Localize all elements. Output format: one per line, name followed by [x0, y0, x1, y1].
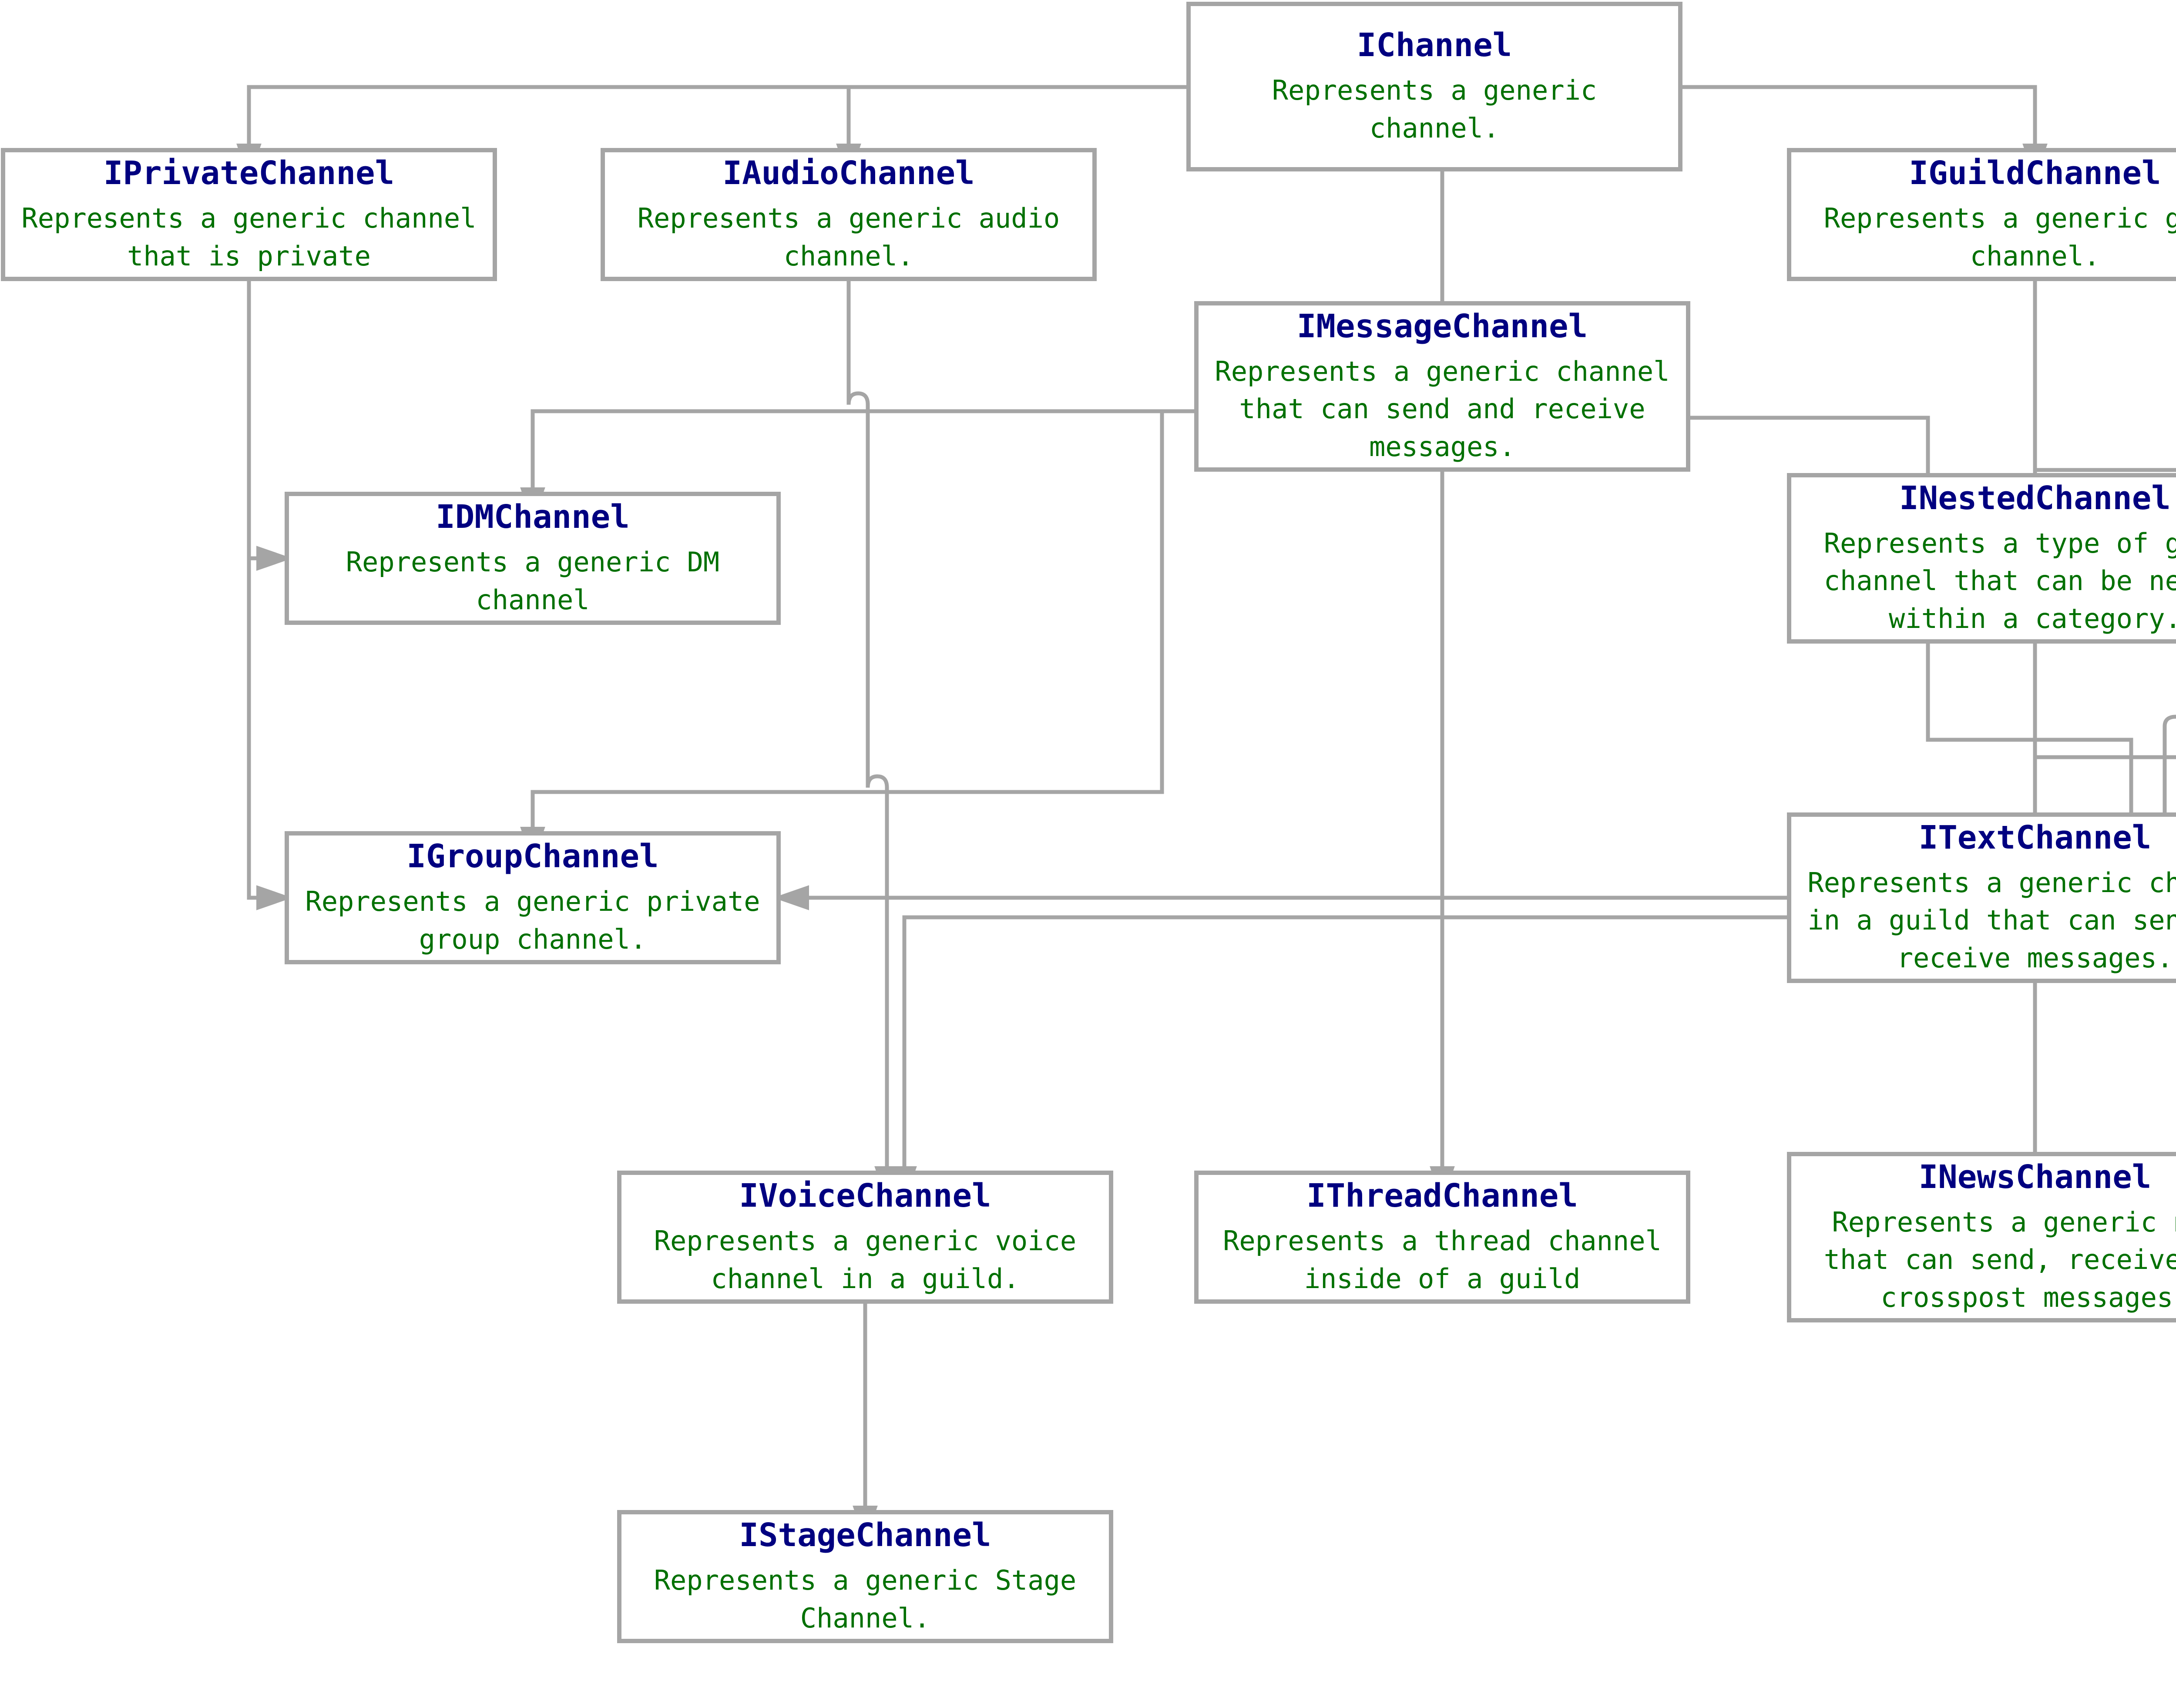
edge-iaudiochannel-ivoicechannel [846, 257, 900, 1202]
edge-iprivatechannel-igroupchannel [247, 558, 292, 910]
node-title: INewsChannel [1918, 1158, 2152, 1196]
node-title: IThreadChannel [1306, 1177, 1578, 1215]
node-title: INestedChannel [1899, 479, 2171, 517]
node-description: Represents a type of guild channel that … [1823, 527, 2176, 635]
node-description: Represents a generic channel that is pri… [21, 202, 477, 272]
edge-itextchannel-ivoicechannel [892, 915, 1787, 1202]
node-description: Represents a generic news that can send,… [1823, 1206, 2176, 1314]
edge-ichannel-iprivatechannel [236, 85, 1186, 180]
node-description: Represents a generic guild channel. [1823, 202, 2176, 272]
node-title: IMessageChannel [1296, 307, 1588, 345]
node-title: IDMChannel [436, 498, 630, 536]
edge-ichannel-iaudiochannel [836, 85, 1186, 180]
edge-imessagechannel-idmchannel [520, 409, 1194, 523]
node-description: Represents a generic channel in a guild … [1807, 866, 2176, 974]
edge-iprivatechannel-idmchannel [247, 257, 292, 571]
node-igroupchannel[interactable]: IGroupChannel Represents a generic priva… [285, 831, 781, 964]
node-ichannel[interactable]: IChannel Represents a generic channel. [1186, 2, 1682, 171]
node-description: Represents a thread channel inside of a … [1223, 1225, 1662, 1295]
node-ithreadchannel[interactable]: IThreadChannel Represents a thread chann… [1194, 1171, 1690, 1304]
node-title: IStageChannel [739, 1517, 991, 1554]
node-title: IGroupChannel [406, 838, 659, 876]
node-description: Represents a generic channel that can se… [1215, 355, 1670, 463]
edge-ichannel-iguildchannel [1682, 85, 2048, 180]
node-title: IVoiceChannel [739, 1177, 991, 1215]
node-itextchannel[interactable]: ITextChannel Represents a generic channe… [1787, 812, 2176, 983]
node-description: Represents a generic Stage Channel. [654, 1564, 1077, 1634]
node-title: IPrivateChannel [103, 154, 395, 192]
node-iguildchannel[interactable]: IGuildChannel Represents a generic guild… [1787, 148, 2176, 281]
node-iprivatechannel[interactable]: IPrivateChannel Represents a generic cha… [1, 148, 497, 281]
node-title: IAudioChannel [722, 154, 975, 192]
node-description: Represents a generic audio channel. [637, 202, 1060, 272]
node-istagechannel[interactable]: IStageChannel Represents a generic Stage… [617, 1510, 1113, 1643]
node-inestedchannel[interactable]: INestedChannel Represents a type of guil… [1787, 473, 2176, 644]
node-description: Represents a generic channel. [1272, 74, 1597, 144]
node-imessagechannel[interactable]: IMessageChannel Represents a generic cha… [1194, 301, 1690, 472]
node-description: Represents a generic private group chann… [305, 886, 760, 955]
node-title: IChannel [1357, 27, 1512, 64]
node-inewschannel[interactable]: INewsChannel Represents a generic news t… [1787, 1152, 2176, 1322]
node-iaudiochannel[interactable]: IAudioChannel Represents a generic audio… [601, 148, 1097, 281]
node-ivoicechannel[interactable]: IVoiceChannel Represents a generic voice… [617, 1171, 1113, 1304]
node-description: Represents a generic voice channel in a … [654, 1225, 1077, 1295]
node-title: ITextChannel [1918, 819, 2152, 856]
node-description: Represents a generic DM channel [346, 546, 720, 616]
node-idmchannel[interactable]: IDMChannel Represents a generic DM chann… [285, 492, 781, 625]
node-title: IGuildChannel [1909, 154, 2161, 192]
